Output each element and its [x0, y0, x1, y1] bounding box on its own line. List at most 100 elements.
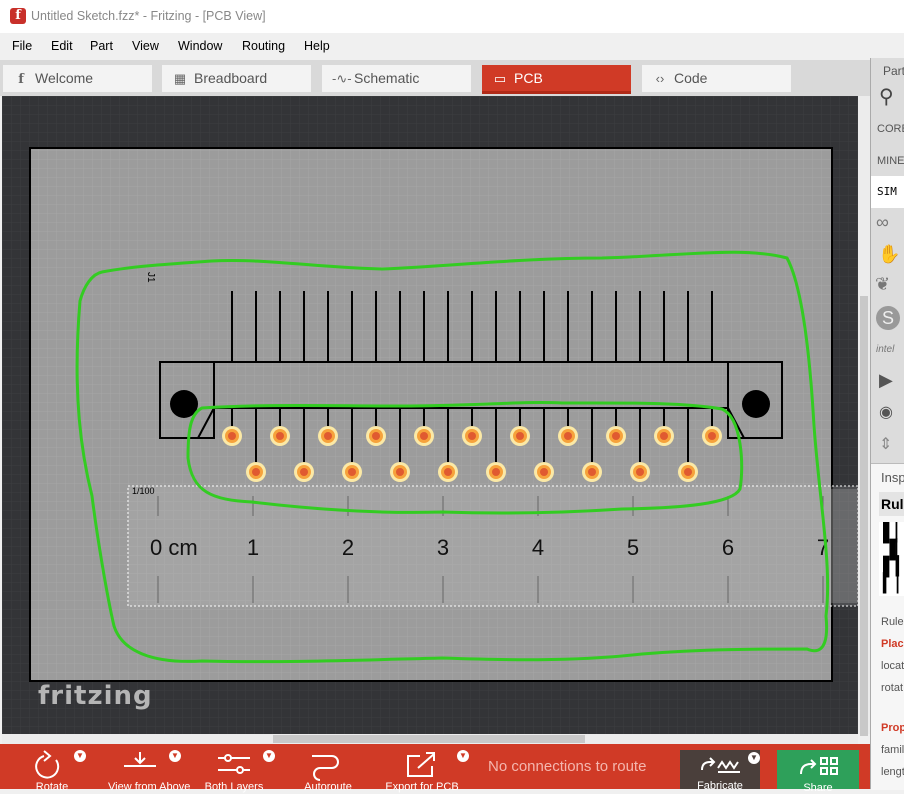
seeed-bin-icon[interactable]: ❦	[875, 274, 891, 294]
parts-panel-title: Part	[883, 64, 904, 78]
tab-schematic-label: Schematic	[354, 70, 420, 86]
fabricate-button[interactable]: ▼ Fabricate	[680, 750, 760, 792]
layers-icon	[218, 754, 250, 774]
canvas-vertical-scrollbar[interactable]	[858, 96, 870, 736]
menu-routing[interactable]: Routing	[242, 39, 286, 53]
share-button[interactable]: Share	[777, 750, 859, 794]
inspector-part-header: Rul	[879, 492, 904, 516]
pcb-icon: ▭	[493, 71, 507, 86]
share-icon	[800, 757, 838, 775]
tab-code[interactable]: ‹› Code	[642, 65, 791, 92]
arrows-bin-icon[interactable]: ⇕	[879, 436, 893, 453]
tab-schematic[interactable]: -∿-Schematic	[322, 65, 471, 92]
tab-welcome-label: Welcome	[35, 70, 94, 86]
routing-status: No connections to route	[488, 758, 647, 775]
autoroute-icon	[312, 755, 339, 781]
search-icon[interactable]: ⚲	[879, 86, 894, 108]
both-layers-button[interactable]: Both Layers	[202, 744, 266, 793]
autoroute-label: Autoroute	[304, 781, 352, 793]
chip-bin-icon[interactable]: ◉	[879, 404, 893, 421]
snap-bin-icon[interactable]: ✋	[878, 244, 901, 264]
mount-hole-right	[742, 390, 770, 418]
menu-view[interactable]: View	[132, 39, 159, 53]
menu-file[interactable]: File	[12, 39, 33, 53]
tab-pcb-label: PCB	[514, 70, 543, 86]
ruler-mark-1: 1	[247, 535, 259, 560]
tab-breadboard[interactable]: ▦ Breadboard	[162, 65, 311, 92]
view-from-above-label: View from Above	[108, 781, 191, 793]
inspector-part-image: ▌▏▐▏▌▎▎▏	[879, 522, 904, 596]
rotate-label: Rotate	[35, 781, 69, 793]
inspector-length: lengt	[881, 766, 904, 778]
export-icon	[407, 752, 435, 777]
arduino-bin-icon[interactable]: ∞	[876, 212, 889, 232]
ruler-mark-5: 5	[627, 535, 639, 560]
menu-bar: File Edit Part View Window Routing Help	[0, 33, 904, 58]
ruler-preview-icon: ▌▏▐▏▌▎▎▏	[883, 522, 904, 593]
view-from-above-icon	[124, 752, 156, 767]
autoroute-button[interactable]: Autoroute	[296, 744, 360, 793]
pads-row-top[interactable]	[222, 426, 722, 446]
window-title: Untitled Sketch.fzz* - Fritzing - [PCB V…	[31, 9, 266, 23]
resistor-icon: -∿-	[332, 71, 352, 86]
f-logo-icon: f	[18, 72, 24, 87]
pcb-drawing: J1	[2, 96, 858, 734]
code-icon: ‹›	[655, 71, 665, 86]
export-dropdown-arrow[interactable]: ▼	[457, 750, 469, 762]
bin-mine[interactable]: MINE	[877, 155, 904, 167]
pcb-canvas[interactable]: J1	[2, 96, 858, 734]
layers-dropdown-arrow[interactable]: ▼	[263, 750, 275, 762]
export-for-pcb-button[interactable]: Export for PCB	[384, 744, 460, 793]
pcb-board[interactable]	[29, 147, 833, 682]
green-outline-inner	[186, 401, 744, 515]
ruler-mark-2: 2	[342, 535, 354, 560]
fritzing-app-icon: f	[10, 8, 26, 24]
ruler-resolution: 1/100	[132, 486, 155, 496]
breadboard-icon: ▦	[173, 71, 187, 86]
inspector-label-rules: Rule	[881, 616, 904, 628]
tab-code-label: Code	[674, 70, 708, 86]
fabricate-dropdown-arrow[interactable]: ▼	[748, 752, 760, 764]
ruler-mark-3: 3	[437, 535, 449, 560]
green-outline-outer	[75, 250, 830, 664]
both-layers-label: Both Layers	[204, 781, 264, 793]
inspector-family: famil	[881, 744, 904, 756]
connector-top-pins	[231, 291, 713, 362]
rotate-dropdown-arrow[interactable]: ▼	[74, 750, 86, 762]
intel-bin-icon[interactable]: intel	[876, 344, 895, 355]
tab-breadboard-label: Breadboard	[194, 70, 268, 86]
tab-welcome[interactable]: f Welcome	[3, 65, 152, 92]
bin-sim: SIM	[877, 185, 897, 198]
pads-row-bottom[interactable]	[246, 462, 698, 482]
tab-pcb[interactable]: ▭ PCB	[482, 65, 631, 94]
bin-core[interactable]: CORE	[877, 123, 904, 135]
title-bar: f Untitled Sketch.fzz* - Fritzing - [PCB…	[0, 0, 904, 33]
mount-hole-left	[170, 390, 198, 418]
canvas-horizontal-scrollbar[interactable]	[2, 734, 858, 744]
menu-part[interactable]: Part	[90, 39, 113, 53]
rotate-icon	[35, 750, 60, 779]
share-label: Share	[803, 782, 833, 794]
inspector-part-title: Rul	[881, 496, 904, 512]
horizontal-scroll-thumb[interactable]	[273, 735, 585, 743]
play-bin-icon[interactable]: ▶	[879, 370, 893, 390]
fritzing-watermark: fritzing	[38, 681, 153, 711]
rotate-button[interactable]: Rotate	[22, 744, 82, 793]
menu-help[interactable]: Help	[304, 39, 330, 53]
view-from-above-button[interactable]: View from Above	[108, 744, 190, 793]
part-label-j1[interactable]: J1	[145, 272, 156, 283]
inspector-location: locat	[881, 660, 904, 672]
inspector-properties-header: Prop	[881, 722, 904, 734]
menu-edit[interactable]: Edit	[51, 39, 73, 53]
ruler-part[interactable]: 1/100 0 cm 1 2 3 4 5 6 7	[127, 485, 858, 607]
view-dropdown-arrow[interactable]: ▼	[169, 750, 181, 762]
sparkfun-bin-icon[interactable]: S	[876, 306, 900, 330]
ruler-mark-6: 6	[722, 535, 734, 560]
menu-window[interactable]: Window	[178, 39, 223, 53]
inspector-panel: Insp Rul ▌▏▐▏▌▎▎▏ Rule Plac locat rotat …	[871, 463, 904, 790]
vertical-scroll-thumb[interactable]	[860, 296, 868, 736]
export-label: Export for PCB	[385, 781, 459, 793]
bin-sim-tab[interactable]: SIM	[871, 176, 904, 208]
fabricate-label: Fabricate	[697, 780, 743, 792]
view-tab-bar: f Welcome ▦ Breadboard -∿-Schematic ▭ PCB ‹…	[0, 60, 870, 96]
